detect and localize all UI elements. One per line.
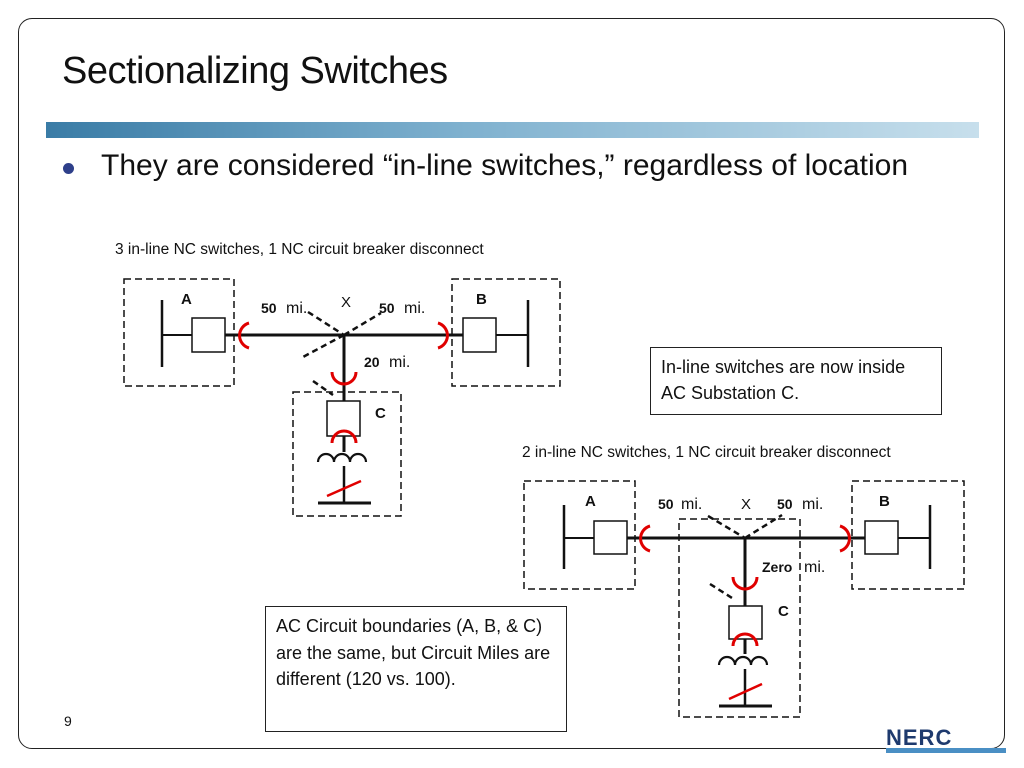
slide-title: Sectionalizing Switches	[62, 50, 448, 92]
down-miles-number: 20	[364, 354, 380, 370]
label-b: B	[476, 291, 487, 308]
substation-b-box	[851, 480, 965, 590]
junction-x-label: X	[341, 294, 351, 311]
left-miles-number: 50	[658, 496, 674, 512]
breaker-a	[593, 520, 628, 555]
nerc-logo-text: NERC	[886, 725, 952, 750]
breaker-disconnect-slash-icon	[728, 682, 763, 701]
switch-arc-c-icon	[330, 371, 358, 386]
x-switch-dashes	[707, 513, 783, 600]
breaker-c-disconnect-arc-icon	[330, 429, 358, 444]
left-miles-number: 50	[261, 300, 277, 316]
switch-arc-b-icon	[839, 524, 851, 553]
transformer-winding-icon	[717, 655, 769, 666]
bullet-text: They are considered “in-line switches,” …	[101, 149, 909, 182]
substation-c-box	[292, 391, 402, 517]
down-miles-number: Zero	[762, 559, 792, 575]
label-a: A	[585, 493, 596, 510]
transformer-winding-icon	[316, 452, 368, 463]
right-miles-unit: mi.	[404, 300, 425, 317]
label-b: B	[879, 493, 890, 510]
right-miles-number: 50	[777, 496, 793, 512]
inline-switch-callout: In-line switches are now inside AC Subst…	[650, 347, 942, 415]
page-number: 9	[64, 713, 72, 729]
label-c: C	[375, 405, 386, 422]
breaker-disconnect-slash-icon	[326, 479, 362, 498]
title-underline-bar	[46, 122, 979, 138]
nerc-logo: NERC	[886, 725, 1006, 753]
label-a: A	[181, 291, 192, 308]
circuit-boundary-callout: AC Circuit boundaries (A, B, & C) are th…	[265, 606, 567, 732]
switch-arc-c-icon	[731, 576, 759, 591]
junction-x-label: X	[741, 496, 751, 513]
switch-arc-b-icon	[437, 321, 449, 350]
bullet-icon	[63, 163, 74, 174]
nerc-logo-bar	[886, 748, 1006, 753]
diagram1-caption: 3 in-line NC switches, 1 NC circuit brea…	[115, 241, 484, 258]
diagram2-caption: 2 in-line NC switches, 1 NC circuit brea…	[522, 444, 891, 461]
switch-arc-a-icon	[639, 524, 651, 553]
label-c: C	[778, 603, 789, 620]
diagram2	[523, 480, 965, 718]
breaker-b	[864, 520, 899, 555]
right-miles-number: 50	[379, 300, 395, 316]
substation-a-box	[523, 480, 636, 590]
substation-a-box	[123, 278, 235, 387]
down-miles-unit: mi.	[804, 559, 825, 576]
x-switch-dashes	[302, 310, 382, 397]
substation-b-box	[451, 278, 561, 387]
down-miles-unit: mi.	[389, 354, 410, 371]
diagram1	[123, 278, 561, 517]
right-miles-unit: mi.	[802, 496, 823, 513]
left-miles-unit: mi.	[681, 496, 702, 513]
slide-frame	[18, 18, 1005, 749]
substation-c-box	[678, 518, 801, 718]
switch-arc-a-icon	[238, 321, 250, 350]
left-miles-unit: mi.	[286, 300, 307, 317]
breaker-c-disconnect-arc-icon	[731, 632, 759, 647]
breaker-a	[191, 317, 226, 353]
